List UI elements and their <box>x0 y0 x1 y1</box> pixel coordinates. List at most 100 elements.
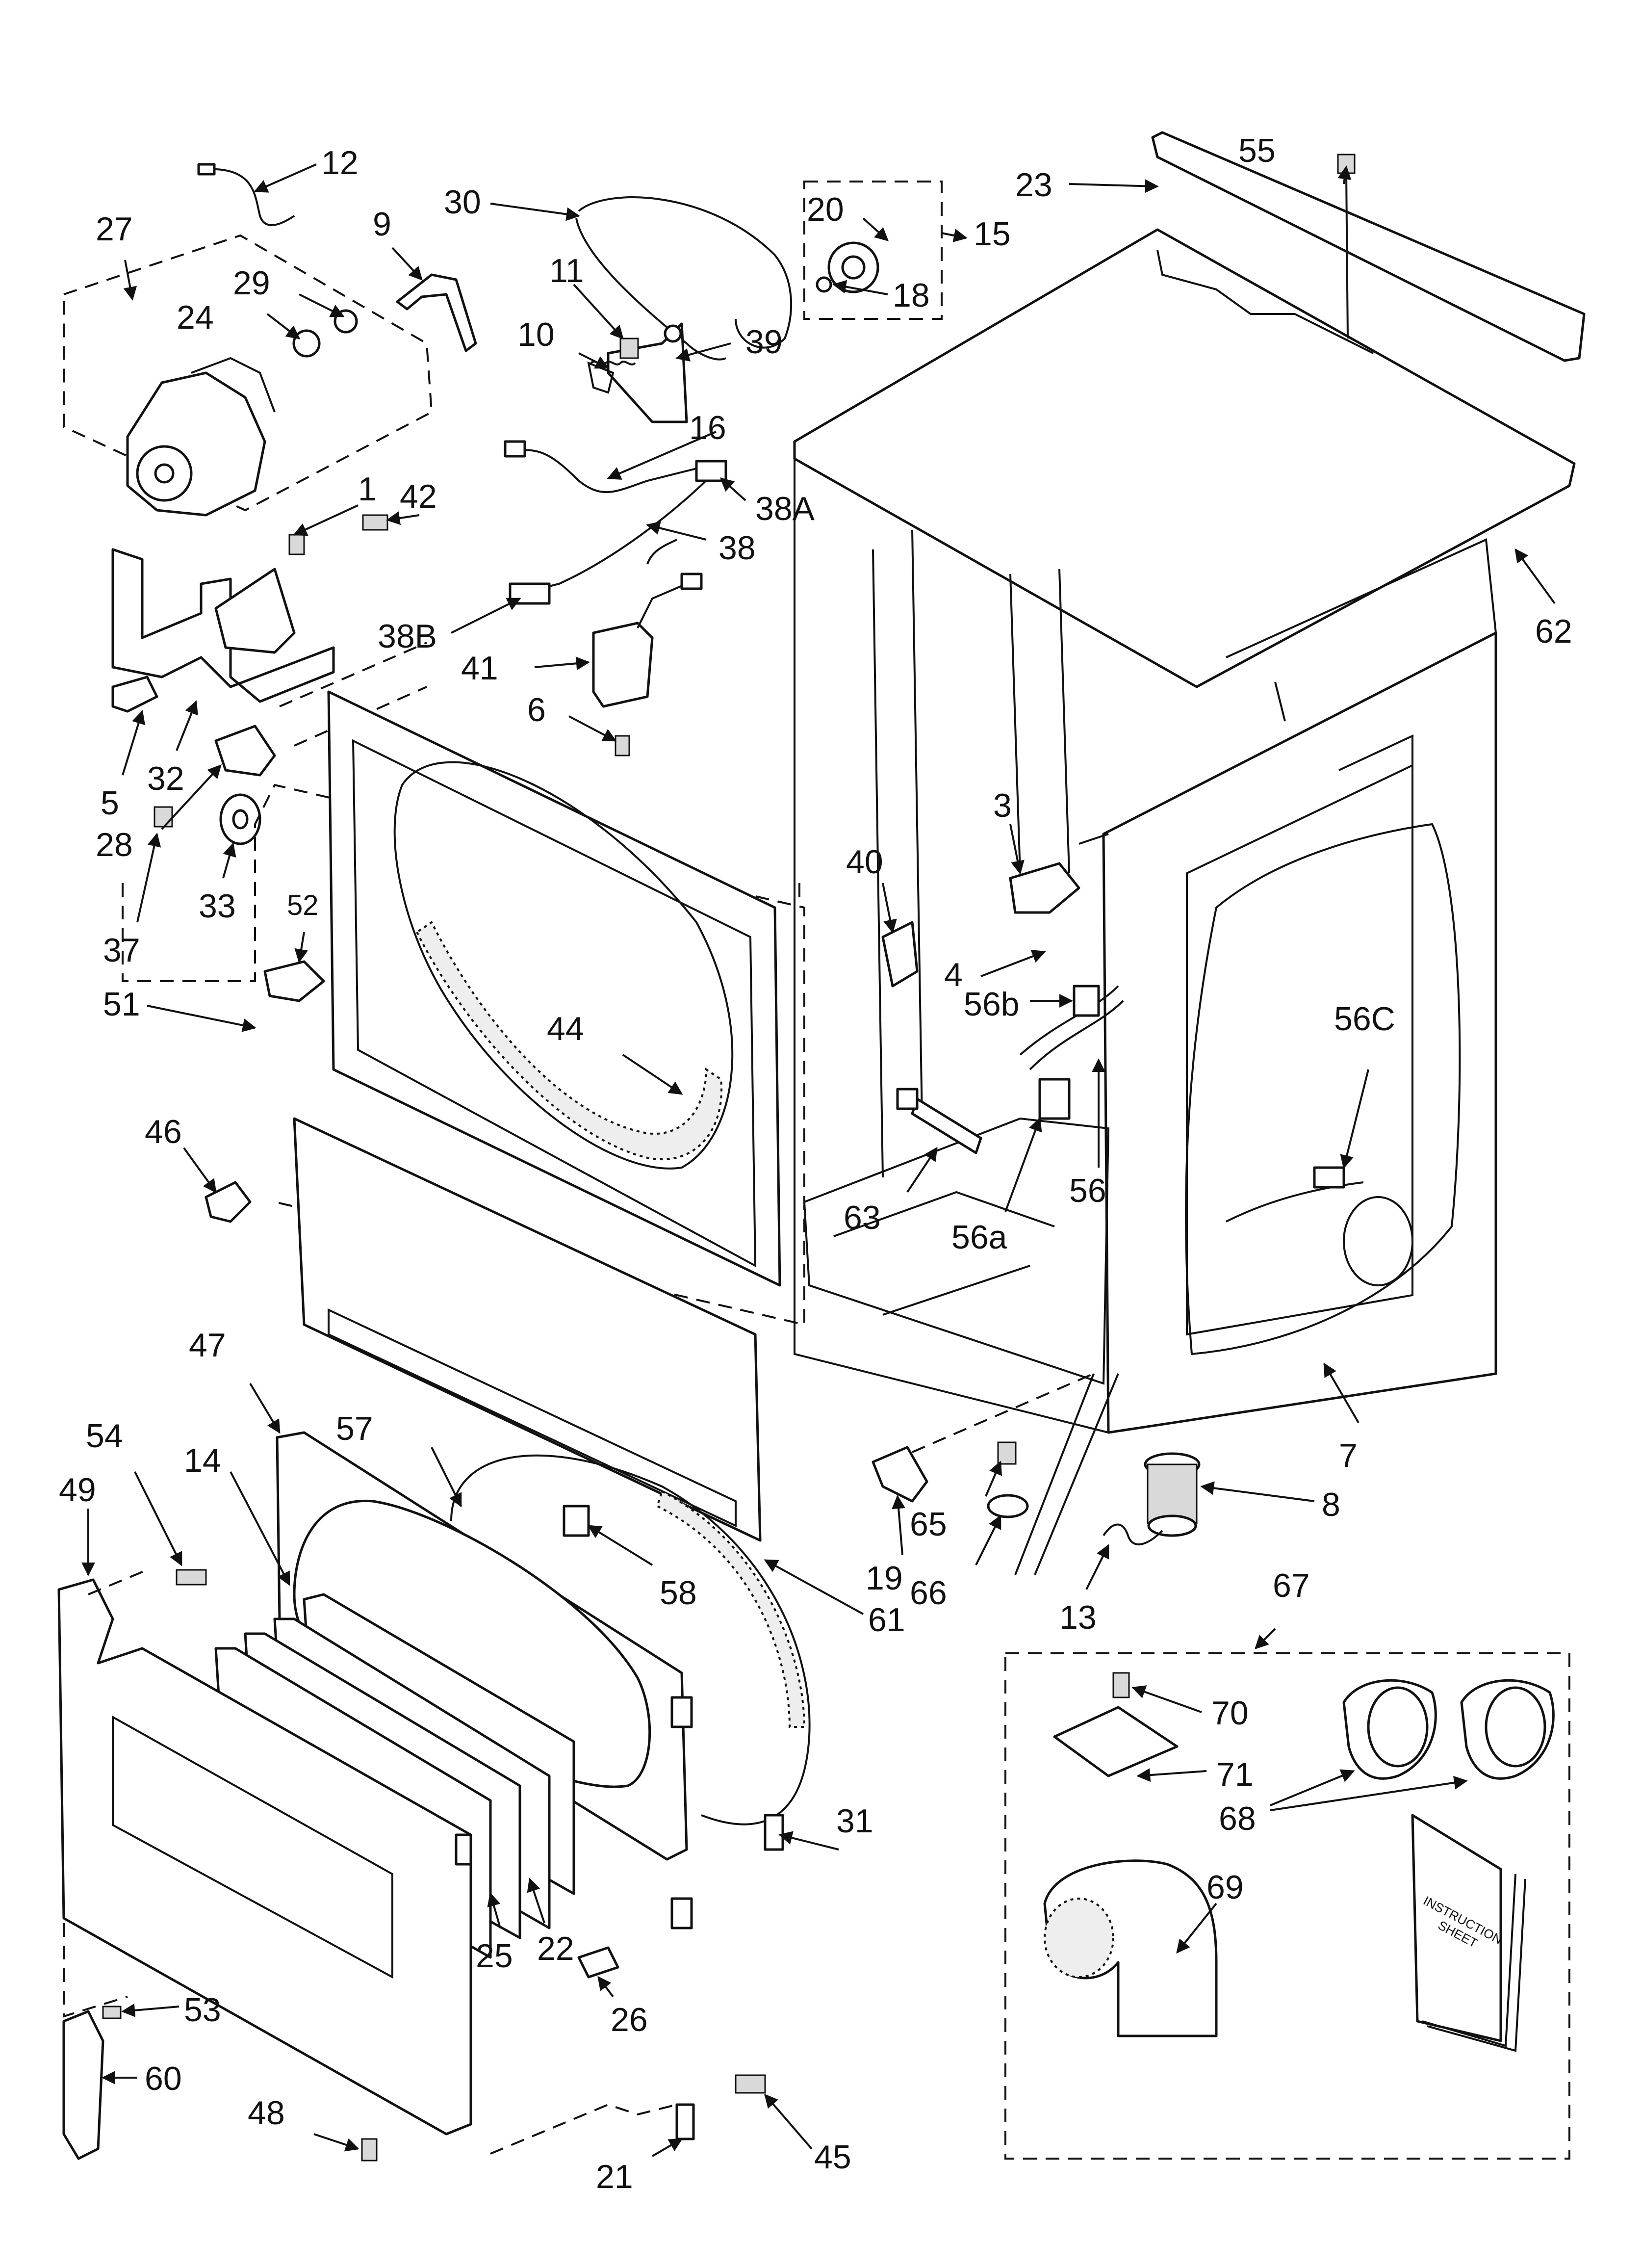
label-40: 40 <box>846 843 883 881</box>
label-51: 51 <box>103 986 140 1023</box>
motor-assembly-outline <box>63 234 433 512</box>
screw-65 <box>997 1441 1017 1465</box>
pulley-kit-outline <box>803 181 943 320</box>
switch-5 <box>111 676 158 713</box>
label-41: 41 <box>461 650 498 687</box>
screw-70 <box>1112 1672 1130 1698</box>
label-5: 5 <box>101 784 119 822</box>
label-44: 44 <box>547 1010 584 1047</box>
label-11: 11 <box>549 252 584 289</box>
door-assembly <box>57 1431 693 2136</box>
duct-elbow <box>1043 1859 1218 2037</box>
wire-14 <box>205 168 295 226</box>
label-68: 68 <box>1219 1800 1256 1837</box>
label-66: 66 <box>910 1574 947 1612</box>
label-15: 14 <box>184 1442 221 1479</box>
accessory-kit-outline <box>1004 1652 1570 2160</box>
label-45: 45 <box>814 2138 851 2176</box>
drum-belt <box>575 196 793 361</box>
wire-harness <box>514 449 717 595</box>
door-handle <box>62 2010 104 2160</box>
hinge-21 <box>675 2103 695 2140</box>
label-14: 12 <box>321 144 359 182</box>
label-13: 15 <box>974 215 1011 253</box>
label-4: 4 <box>944 956 963 993</box>
leader-lines <box>81 163 1556 2157</box>
cabinet-right-side <box>1102 631 1497 1434</box>
label-1: 1 <box>358 470 377 508</box>
label-57: 57 <box>336 1410 373 1447</box>
label-69: 69 <box>1206 1869 1244 1906</box>
door-seal <box>450 1454 811 1825</box>
label-47: 47 <box>189 1327 226 1364</box>
label-29: 29 <box>233 264 270 302</box>
label-49: 49 <box>59 1471 96 1509</box>
label-46: 46 <box>145 1113 182 1150</box>
label-67: 67 <box>1273 1567 1310 1604</box>
screw-54 <box>176 1569 207 1586</box>
label-56C: 56C <box>1334 1000 1395 1038</box>
label-31: 31 <box>836 1802 873 1840</box>
instruction-sheet: INSTRUCTION SHEET <box>1411 1814 1526 2052</box>
label-27: 27 <box>96 210 133 248</box>
idler-pulley <box>607 322 688 423</box>
label-21: 21 <box>596 2158 633 2195</box>
thermostat-41 <box>592 573 703 708</box>
vent-hood <box>1342 1679 1437 1780</box>
label-20: 20 <box>807 191 844 228</box>
catch-26 <box>577 1946 619 1979</box>
label-63: 63 <box>844 1199 881 1236</box>
label-38: 38 <box>718 529 756 567</box>
screw-6 <box>615 735 630 756</box>
label-56b: 56b <box>964 986 1019 1023</box>
motor-bracket <box>111 534 335 703</box>
label-30: 30 <box>444 183 481 221</box>
part-labels: 12 27 9 24 29 30 11 10 39 16 38A 38 38B … <box>59 132 1572 2195</box>
toe-panel <box>293 1117 762 1542</box>
label-25: 25 <box>476 1937 513 1975</box>
label-56a: 56a <box>951 1219 1007 1256</box>
cabinet <box>793 228 1576 1434</box>
label-37: 37 <box>103 932 140 969</box>
label-62: 62 <box>1535 613 1572 650</box>
screw-53 <box>102 2006 122 2019</box>
plate-71 <box>1053 1706 1179 1777</box>
label-16: 16 <box>689 409 726 446</box>
screw-42 <box>362 514 388 531</box>
label-3: 3 <box>993 787 1012 824</box>
label-22: 22 <box>537 1930 574 1967</box>
label-54: 54 <box>86 1417 123 1455</box>
label-52: 52 <box>287 889 319 921</box>
label-71: 71 <box>1216 1756 1254 1793</box>
label-24: 24 <box>177 299 214 336</box>
screw-48 <box>361 2138 378 2162</box>
label-10: 10 <box>517 316 555 353</box>
label-9: 9 <box>373 206 391 243</box>
wire-12 <box>1103 1523 1163 1545</box>
label-38B: 38B <box>378 618 437 655</box>
label-19: 19 <box>866 1560 903 1597</box>
label-58: 58 <box>660 1574 697 1612</box>
screw-45 <box>735 2074 766 2094</box>
label-28: 28 <box>96 826 133 863</box>
washer-66 <box>987 1494 1029 1518</box>
label-56: 56 <box>1069 1172 1106 1209</box>
bushing-24 <box>292 329 321 358</box>
label-8: 8 <box>1322 1486 1340 1523</box>
label-48: 48 <box>248 2094 285 2132</box>
clamp-9 <box>396 273 477 352</box>
strike-31 <box>764 1814 784 1851</box>
label-23: 23 <box>1015 166 1052 204</box>
latch-58 <box>563 1505 590 1537</box>
label-7: 7 <box>1339 1437 1358 1474</box>
screw-37 <box>154 806 173 828</box>
clip-19 <box>872 1446 928 1503</box>
label-6: 6 <box>527 691 546 729</box>
label-38A: 38A <box>755 490 815 527</box>
label-70: 70 <box>1211 1694 1249 1732</box>
label-55: 55 <box>1238 132 1276 169</box>
bracket-28 <box>214 725 276 777</box>
label-32: 32 <box>147 760 184 797</box>
label-61: 61 <box>868 1601 905 1639</box>
